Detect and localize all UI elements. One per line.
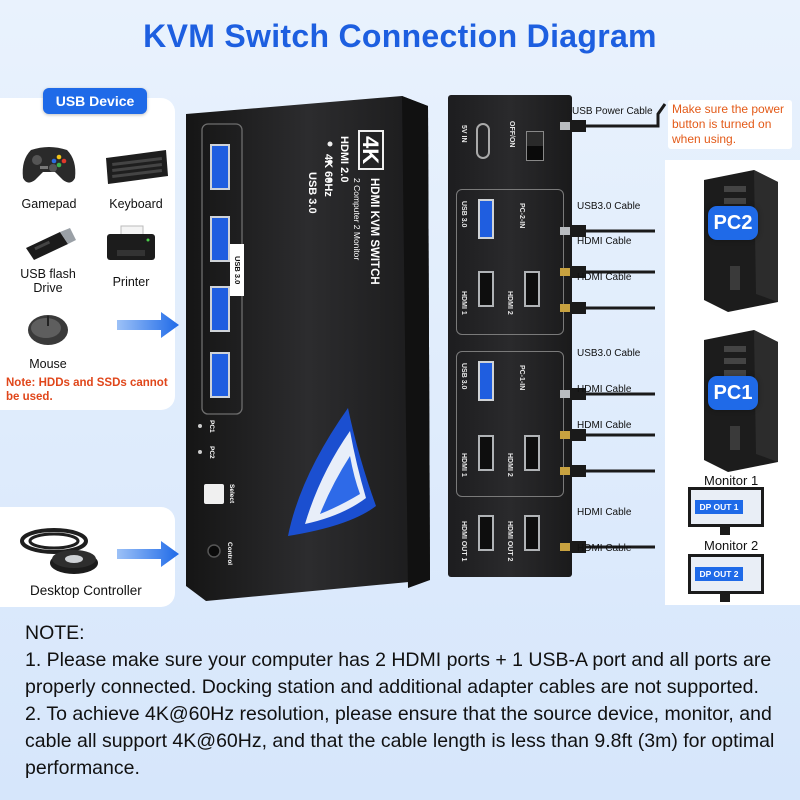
- note-line-2: 2. To achieve 4K@60Hz resolution, please…: [25, 703, 775, 779]
- monitor2-hdmi-cable-label: HDMI Cable: [577, 543, 632, 554]
- gamepad-icon: [22, 147, 76, 183]
- control-label: Control: [226, 542, 233, 566]
- monitor1-dp-badge: DP OUT 1: [695, 500, 743, 514]
- 4k-badge: 4K: [358, 130, 384, 170]
- control-jack[interactable]: [208, 545, 220, 557]
- page-title: KVM Switch Connection Diagram: [143, 18, 657, 54]
- note-heading: NOTE:: [25, 622, 85, 644]
- monitor1-hdmi-cable-label: HDMI Cable: [577, 507, 632, 518]
- kvm-front-view: USB 3.0 4K HDMI 2.0 4K 60Hz USB 3.0 HDMI…: [180, 96, 430, 601]
- printer-device: Printer: [98, 224, 164, 289]
- power-in-label: 5V IN: [460, 125, 467, 143]
- spec-refresh: 4K 60Hz: [322, 154, 334, 197]
- pc2-input-group: [456, 189, 564, 335]
- mouse-device: Mouse: [12, 310, 84, 371]
- spec-hdmi: HDMI 2.0: [338, 136, 350, 183]
- usb-to-kvm-arrow-icon: [117, 312, 179, 338]
- pc2-hdmi2-label: HDMI 2: [506, 291, 513, 315]
- pc2-usb-label: USB 3.0: [460, 201, 467, 228]
- hdd-ssd-note: Note: HDDs and SSDs cannot be used.: [6, 377, 168, 403]
- pc1-in-label: PC-1-IN: [518, 365, 525, 391]
- pc1-input-group: [456, 351, 564, 497]
- hdmi-out2-label: HDMI OUT 2: [506, 521, 513, 562]
- power-note: Make sure the power button is turned on …: [668, 100, 792, 149]
- monitor1-stand: [720, 527, 730, 535]
- pc2-hdmi-cable-1-label: HDMI Cable: [577, 236, 632, 247]
- usb30-front-label: USB 3.0: [230, 244, 244, 296]
- pc2-tower-icon: [704, 170, 778, 312]
- pc1-tower-icon: [704, 330, 778, 472]
- gamepad-device: Gamepad: [14, 140, 84, 211]
- model-subtitle: 2 Computer 2 Monitor: [352, 178, 362, 261]
- model-name: HDMI KVM SWITCH: [368, 178, 380, 285]
- desktop-controller-icon: [20, 528, 98, 574]
- hdmi-out1-port[interactable]: [478, 515, 494, 551]
- keyboard-device: Keyboard: [96, 140, 176, 211]
- hdmi-out1-label: HDMI OUT 1: [460, 521, 467, 562]
- pc2-hdmi-cable-2-label: HDMI Cable: [577, 272, 632, 283]
- pc1-hdmi1-label: HDMI 1: [460, 453, 467, 477]
- pc1-usb30-cable-label: USB3.0 Cable: [577, 348, 641, 359]
- front-usb-port-4[interactable]: [210, 352, 230, 398]
- pc1-hdmi-cable-1-label: HDMI Cable: [577, 384, 632, 395]
- power-switch-label: OFF/ON: [508, 121, 515, 148]
- mouse-icon: [28, 315, 68, 345]
- pc2-usb30-cable-label: USB3.0 Cable: [577, 201, 641, 212]
- front-usb-port-3[interactable]: [210, 286, 230, 332]
- pc1-hdmi2-port[interactable]: [524, 435, 540, 471]
- pc1-led-label: PC1: [208, 420, 215, 433]
- usb-c-power-port[interactable]: [476, 123, 490, 159]
- pc2-in-label: PC-2-IN: [518, 203, 525, 229]
- monitor2-dp-badge: DP OUT 2: [695, 567, 743, 581]
- select-label: Select: [228, 484, 235, 504]
- usb-device-badge: USB Device: [43, 88, 147, 114]
- note-line-1: 1. Please make sure your computer has 2 …: [25, 649, 772, 698]
- bottom-note: NOTE: 1. Please make sure your computer …: [0, 612, 800, 800]
- pc1-usb-port[interactable]: [478, 361, 494, 401]
- pc2-usb-port[interactable]: [478, 199, 494, 239]
- mouse-label: Mouse: [29, 357, 67, 371]
- usb-flash-label: USB flash Drive: [20, 267, 76, 295]
- select-button[interactable]: [204, 484, 224, 504]
- pc1-hdmi2-label: HDMI 2: [506, 453, 513, 477]
- front-usb-port-1[interactable]: [210, 144, 230, 190]
- pc1-hdmi1-port[interactable]: [478, 435, 494, 471]
- desktop-controller-label: Desktop Controller: [30, 583, 142, 598]
- pc2-hdmi2-port[interactable]: [524, 271, 540, 307]
- monitor2-screen: DP OUT 2: [688, 554, 764, 594]
- usb-power-cable-label: USB Power Cable: [572, 106, 653, 117]
- pc2-hdmi1-port[interactable]: [478, 271, 494, 307]
- pc2-led-label: PC2: [208, 446, 215, 459]
- monitor2-label: Monitor 2: [704, 538, 759, 553]
- printer-icon: [107, 225, 155, 260]
- controller-to-kvm-arrow-icon: [117, 541, 179, 567]
- kvm-back-view: 5V IN OFF/ON USB 3.0 PC-2-IN HDMI 1 HDMI…: [448, 95, 572, 577]
- usb-flash-device: USB flash Drive: [12, 226, 84, 295]
- pc2-badge: PC2: [708, 206, 758, 240]
- monitor2-stand: [720, 594, 730, 602]
- power-switch[interactable]: [526, 131, 544, 161]
- pc1-badge: PC1: [708, 376, 758, 410]
- usb-flash-drive-icon: [26, 228, 76, 260]
- hdmi-out2-port[interactable]: [524, 515, 540, 551]
- front-usb-port-2[interactable]: [210, 216, 230, 262]
- keyboard-label: Keyboard: [109, 197, 163, 211]
- monitor1-screen: DP OUT 1: [688, 487, 764, 527]
- cables-drawing: [560, 103, 667, 553]
- pc2-hdmi1-label: HDMI 1: [460, 291, 467, 315]
- gamepad-label: Gamepad: [21, 197, 77, 211]
- spec-usb: USB 3.0: [306, 172, 318, 214]
- keyboard-icon: [106, 150, 168, 184]
- printer-label: Printer: [112, 275, 150, 289]
- kvm-front-body: [186, 96, 430, 601]
- pc1-hdmi-cable-2-label: HDMI Cable: [577, 420, 632, 431]
- monitor1-label: Monitor 1: [704, 473, 759, 488]
- pc1-usb-label: USB 3.0: [460, 363, 467, 390]
